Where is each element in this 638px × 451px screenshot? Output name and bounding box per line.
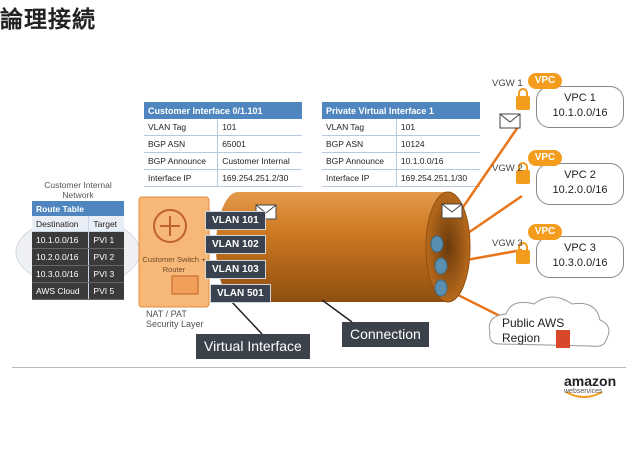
connection-tube [216, 192, 470, 302]
vpc-cidr: 10.3.0.0/16 [552, 257, 608, 269]
table-cell: PVI 5 [88, 282, 124, 300]
table-cell: 101 [396, 119, 480, 136]
vpc-tag: VPC [528, 73, 562, 89]
lock-icon [516, 88, 530, 110]
vpc-tag: VPC [528, 150, 562, 166]
router-arrows [160, 216, 180, 236]
table-cell: 10.1.0.0/16 [396, 152, 480, 170]
connection-label: Connection [342, 322, 429, 347]
vpc-box: VPC 2 10.2.0.0/16 [536, 163, 624, 205]
vpc-cidr: 10.2.0.0/16 [552, 184, 608, 196]
table-cell: BGP Announce [322, 152, 397, 170]
envelope-icon [441, 203, 463, 219]
vpc-name: VPC 1 [564, 92, 596, 104]
table-cell: VLAN Tag [144, 119, 219, 136]
customer-network-label: Customer Internal Network [44, 180, 112, 200]
table-cell: Destination [32, 216, 90, 232]
table-header: Private Virtual Interface 1 [322, 102, 480, 119]
vgw-label: VGW 1 [492, 78, 523, 89]
tube-ports [430, 235, 448, 297]
virtual-interface-callout [229, 299, 263, 335]
divider [12, 367, 626, 368]
table-cell: Target [88, 216, 124, 232]
envelope-icon [499, 113, 521, 129]
tube-port [434, 257, 448, 275]
tube-port [430, 235, 444, 253]
table-cell: 10124 [396, 135, 480, 153]
table-cell: 65001 [217, 135, 302, 153]
brand-sub: webservices [564, 388, 603, 395]
vpc-name: VPC 2 [564, 169, 596, 181]
vpc-tag: VPC [528, 224, 562, 240]
connection-callout [321, 299, 353, 323]
table-cell: PVI 1 [88, 231, 124, 249]
lock-icon [516, 242, 530, 264]
table-cell: PVI 3 [88, 265, 124, 283]
table-header: Customer Interface 0/1.101 [144, 102, 302, 119]
table-cell: Interface IP [322, 169, 397, 187]
amazon-smile-icon [565, 391, 603, 398]
vpc-name: VPC 3 [564, 242, 596, 254]
vlan-badge: VLAN 102 [205, 235, 266, 254]
table-cell: Customer Internal [217, 152, 302, 170]
table-cell: BGP ASN [144, 135, 219, 153]
vpc-box: VPC 3 10.3.0.0/16 [536, 236, 624, 278]
vpc-box: VPC 1 10.1.0.0/16 [536, 86, 624, 128]
vgw-label: VGW 2 [492, 163, 523, 174]
table-cell: 10.2.0.0/16 [32, 248, 90, 266]
route-table-title: Route Table [32, 201, 124, 216]
table-cell: BGP Announce [144, 152, 219, 170]
table-cell: BGP ASN [322, 135, 397, 153]
table-cell: 10.3.0.0/16 [32, 265, 90, 283]
table-cell: 101 [217, 119, 302, 136]
aws-region-icon [556, 330, 570, 348]
public-region-cloud [488, 296, 610, 347]
brand-name: amazon [564, 373, 617, 389]
table-cell: 169.254.251.1/30 [396, 169, 480, 187]
table-cell: Interface IP [144, 169, 219, 187]
nat-label: NAT / PAT Security Layer [146, 309, 204, 329]
table-cell: VLAN Tag [322, 119, 397, 136]
vlan-badge: VLAN 103 [205, 260, 266, 279]
lock-icon [516, 162, 530, 184]
public-region-label: Public AWS Region [502, 316, 565, 345]
table-cell: AWS Cloud [32, 282, 90, 300]
vpc-cidr: 10.1.0.0/16 [552, 107, 608, 119]
router-icon [153, 209, 187, 243]
tube-port [434, 279, 448, 297]
table-cell: PVI 2 [88, 248, 124, 266]
vlan-badge: VLAN 101 [205, 211, 266, 230]
tube-end [425, 191, 471, 303]
router-label: Customer Switch + Router [142, 255, 206, 274]
nat-icon [171, 275, 199, 295]
virtual-interface-label: Virtual Interface [196, 334, 310, 359]
vgw-label: VGW 3 [492, 238, 523, 249]
table-cell: 10.1.0.0/16 [32, 231, 90, 249]
aws-logo: amazon webservices [564, 374, 616, 396]
page-title: 論理接続 [0, 6, 96, 32]
table-cell: 169.254.251.2/30 [217, 169, 302, 187]
vlan-badge: VLAN 501 [210, 284, 271, 303]
